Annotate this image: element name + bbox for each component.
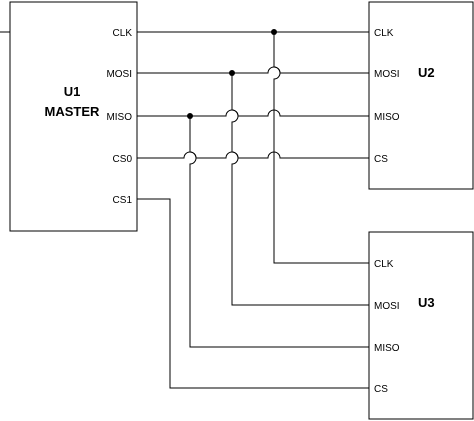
master-pin-cs0: CS0	[113, 154, 133, 165]
miso-junction	[187, 113, 193, 119]
master-pin-clk: CLK	[113, 28, 133, 39]
master-designator: U1	[64, 84, 81, 99]
u2-pin-clk: CLK	[374, 28, 394, 39]
master-pin-cs1: CS1	[113, 195, 133, 206]
miso-wire-u2	[137, 109, 369, 117]
u2-pin-mosi: MOSI	[374, 69, 400, 80]
master-role-label: MASTER	[45, 104, 101, 119]
u2-pin-cs: CS	[374, 154, 388, 165]
cs1-wire-u3	[137, 198, 369, 389]
slave-u3-box	[368, 231, 474, 420]
u3-pin-miso: MISO	[374, 343, 400, 354]
slave-u3-designator: U3	[418, 295, 435, 310]
cs0-wire-u2	[137, 151, 369, 159]
slave-u2-box	[368, 1, 474, 190]
u3-pin-clk: CLK	[374, 259, 394, 270]
miso-wire-u3	[189, 116, 369, 348]
mosi-wire-u3	[231, 73, 369, 306]
clk-wire-u3	[273, 32, 369, 264]
master-pin-mosi: MOSI	[106, 69, 132, 80]
mosi-junction	[229, 70, 235, 76]
u3-pin-cs: CS	[374, 384, 388, 395]
master-pin-miso: MISO	[106, 112, 132, 123]
clk-junction	[271, 29, 277, 35]
u3-pin-mosi: MOSI	[374, 301, 400, 312]
mosi-wire-u2	[137, 66, 369, 74]
master-u1-box	[9, 1, 138, 232]
u2-pin-miso: MISO	[374, 112, 400, 123]
slave-u2-designator: U2	[418, 65, 435, 80]
